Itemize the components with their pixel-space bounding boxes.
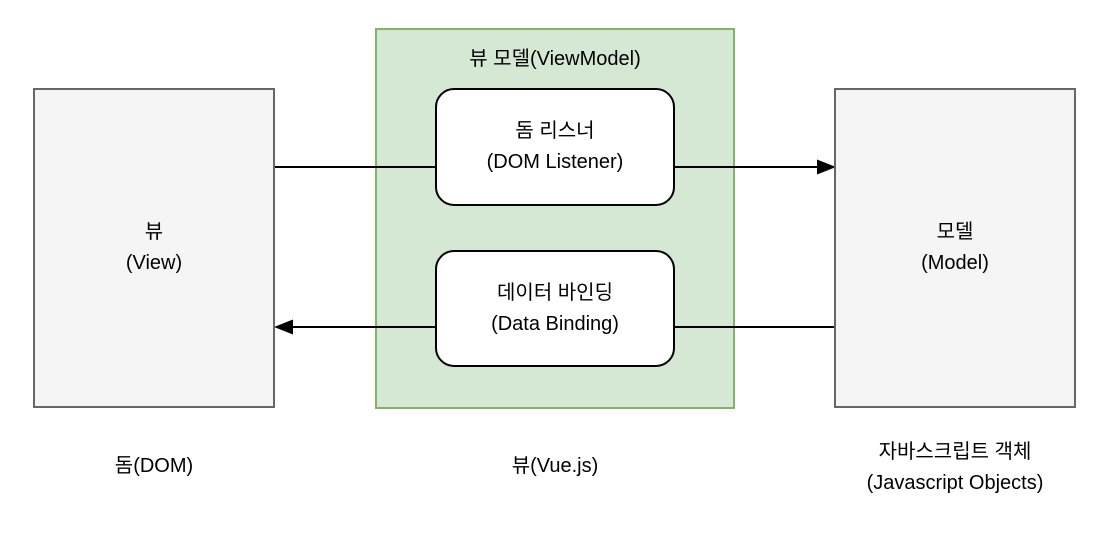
data-binding-node: 데이터 바인딩 (Data Binding): [435, 250, 675, 367]
caption-js-objects: 자바스크립트 객체 (Javascript Objects): [814, 437, 1096, 499]
arrowhead-left-icon: [274, 319, 293, 335]
view-node-label-ko: 뷰: [144, 221, 164, 243]
caption-vue: 뷰(Vue.js): [511, 455, 599, 477]
view-node: 뷰 (View): [33, 88, 275, 408]
dom-listener-label-ko: 돔 리스너: [515, 120, 595, 142]
model-node: 모델 (Model): [834, 88, 1076, 408]
caption-dom: 돔(DOM): [114, 455, 194, 477]
caption-js-objects-en: (Javascript Objects): [866, 472, 1044, 494]
view-node-label-en: (View): [125, 252, 183, 274]
data-binding-label-en: (Data Binding): [491, 312, 619, 335]
model-node-label-en: (Model): [921, 252, 989, 274]
dom-listener-label-en: (DOM Listener): [486, 151, 624, 173]
viewmodel-title: 뷰 모델(ViewModel): [469, 48, 641, 70]
model-node-label-ko: 모델: [936, 221, 974, 243]
caption-js-objects-ko: 자바스크립트 객체: [878, 441, 1032, 463]
dom-listener-node: 돔 리스너 (DOM Listener): [435, 88, 675, 206]
data-binding-label-ko: 데이터 바인딩: [497, 281, 613, 304]
